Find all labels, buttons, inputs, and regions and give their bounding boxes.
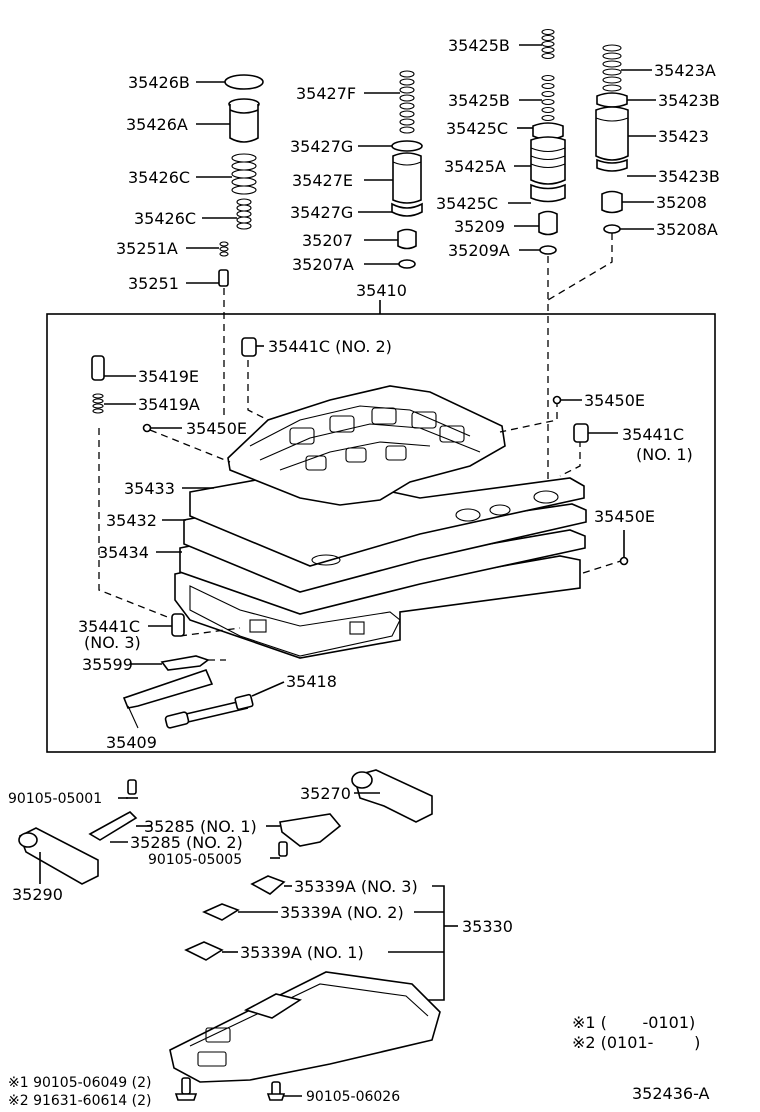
label-35339A-no3: 35339A (NO. 3) [294, 877, 418, 896]
label-35209A: 35209A [448, 241, 510, 260]
label-35425A: 35425A [444, 157, 506, 176]
label-35426C-upper: 35426C [128, 168, 190, 187]
label-35441C-no3-sub: (NO. 3) [84, 633, 141, 652]
bracket-35285 [88, 811, 342, 847]
label-35426B: 35426B [128, 73, 190, 92]
bolt-90105-05001 [118, 779, 138, 799]
label-35441C-no3: 35441C [78, 617, 140, 636]
gasket-35339A-no2 [202, 903, 278, 921]
label-35427F: 35427F [296, 84, 356, 103]
label-35285-no1: 35285 (NO. 1) [144, 817, 257, 836]
label-35426C-lower: 35426C [134, 209, 196, 228]
label-35251: 35251 [128, 274, 179, 293]
gasket-35339A-no3 [250, 875, 292, 895]
spring-35419A [92, 393, 136, 414]
label-35427E: 35427E [292, 171, 353, 190]
label-35339A-no2: 35339A (NO. 2) [280, 903, 404, 922]
label-35599: 35599 [82, 655, 133, 674]
label-35207A: 35207A [292, 255, 354, 274]
label-35423: 35423 [658, 127, 709, 146]
label-35419E: 35419E [138, 367, 199, 386]
label-35270: 35270 [300, 784, 351, 803]
diagram-id: 352436-A [632, 1084, 710, 1103]
valve-35418 [164, 681, 285, 729]
bolt-90105-05005 [270, 841, 288, 859]
label-35450E-left: 35450E [186, 419, 247, 438]
label-35425B-mid: 35425B [448, 91, 510, 110]
label-90105-06026: 90105-06026 [306, 1089, 400, 1105]
label-35433: 35433 [124, 479, 175, 498]
label-35426A: 35426A [126, 115, 188, 134]
valve-body-box [46, 313, 716, 753]
label-90105-05001: 90105-05001 [8, 791, 102, 807]
valve-body-assembly [174, 385, 587, 659]
label-35425C-lower: 35425C [436, 194, 498, 213]
label-35423A: 35423A [654, 61, 716, 80]
solenoid-35290 [18, 827, 99, 885]
gasket-35339A-no1 [184, 941, 238, 961]
part-35425-group [508, 28, 566, 490]
bolt-90105-06049 [174, 1077, 198, 1101]
label-35450E-top: 35450E [584, 391, 645, 410]
label-35410: 35410 [356, 281, 407, 300]
label-35330: 35330 [462, 917, 513, 936]
footnote-2: ※2 91631-60614 (2) [8, 1093, 152, 1109]
label-35209: 35209 [454, 217, 505, 236]
label-35432: 35432 [106, 511, 157, 530]
label-35290: 35290 [12, 885, 63, 904]
part-35427-group [358, 70, 423, 269]
note-1: ※1 ( -0101) [572, 1013, 695, 1032]
label-35423B-upper: 35423B [658, 91, 720, 110]
part-35423-group [547, 44, 656, 301]
label-35208: 35208 [656, 193, 707, 212]
label-35427G-lower: 35427G [290, 203, 353, 222]
bolt-35441C-no2 [241, 337, 264, 357]
label-35450E-right: 35450E [594, 507, 655, 526]
part-35426-group [186, 74, 264, 420]
strainer-35330 [169, 971, 441, 1083]
label-35419A: 35419A [138, 395, 200, 414]
solenoid-35270 [351, 769, 433, 823]
note-2: ※2 (0101- ) [572, 1033, 700, 1052]
bolt-90105-06026 [266, 1081, 302, 1101]
label-35418: 35418 [286, 672, 337, 691]
spring-35409 [122, 669, 214, 729]
label-35425C-upper: 35425C [446, 119, 508, 138]
label-35207: 35207 [302, 231, 353, 250]
label-90105-05005: 90105-05005 [148, 852, 242, 868]
label-35441C-no1-sub: (NO. 1) [636, 445, 693, 464]
footnote-1: ※1 90105-06049 (2) [8, 1075, 152, 1091]
label-35427G-upper: 35427G [290, 137, 353, 156]
label-35339A-no1: 35339A (NO. 1) [240, 943, 364, 962]
label-35423B-lower: 35423B [658, 167, 720, 186]
plate-35599 [130, 655, 226, 671]
label-35434: 35434 [98, 543, 149, 562]
plug-35419E [91, 355, 136, 381]
label-35285-no2: 35285 (NO. 2) [130, 833, 243, 852]
bolt-35441C-no3 [148, 613, 185, 637]
label-35425B-top: 35425B [448, 36, 510, 55]
label-35208A: 35208A [656, 220, 718, 239]
bolt-35441C-no1 [573, 423, 618, 443]
label-35409: 35409 [106, 733, 157, 752]
label-35251A: 35251A [116, 239, 178, 258]
label-35441C-no2: 35441C (NO. 2) [268, 337, 392, 356]
label-35441C-no1: 35441C [622, 425, 684, 444]
